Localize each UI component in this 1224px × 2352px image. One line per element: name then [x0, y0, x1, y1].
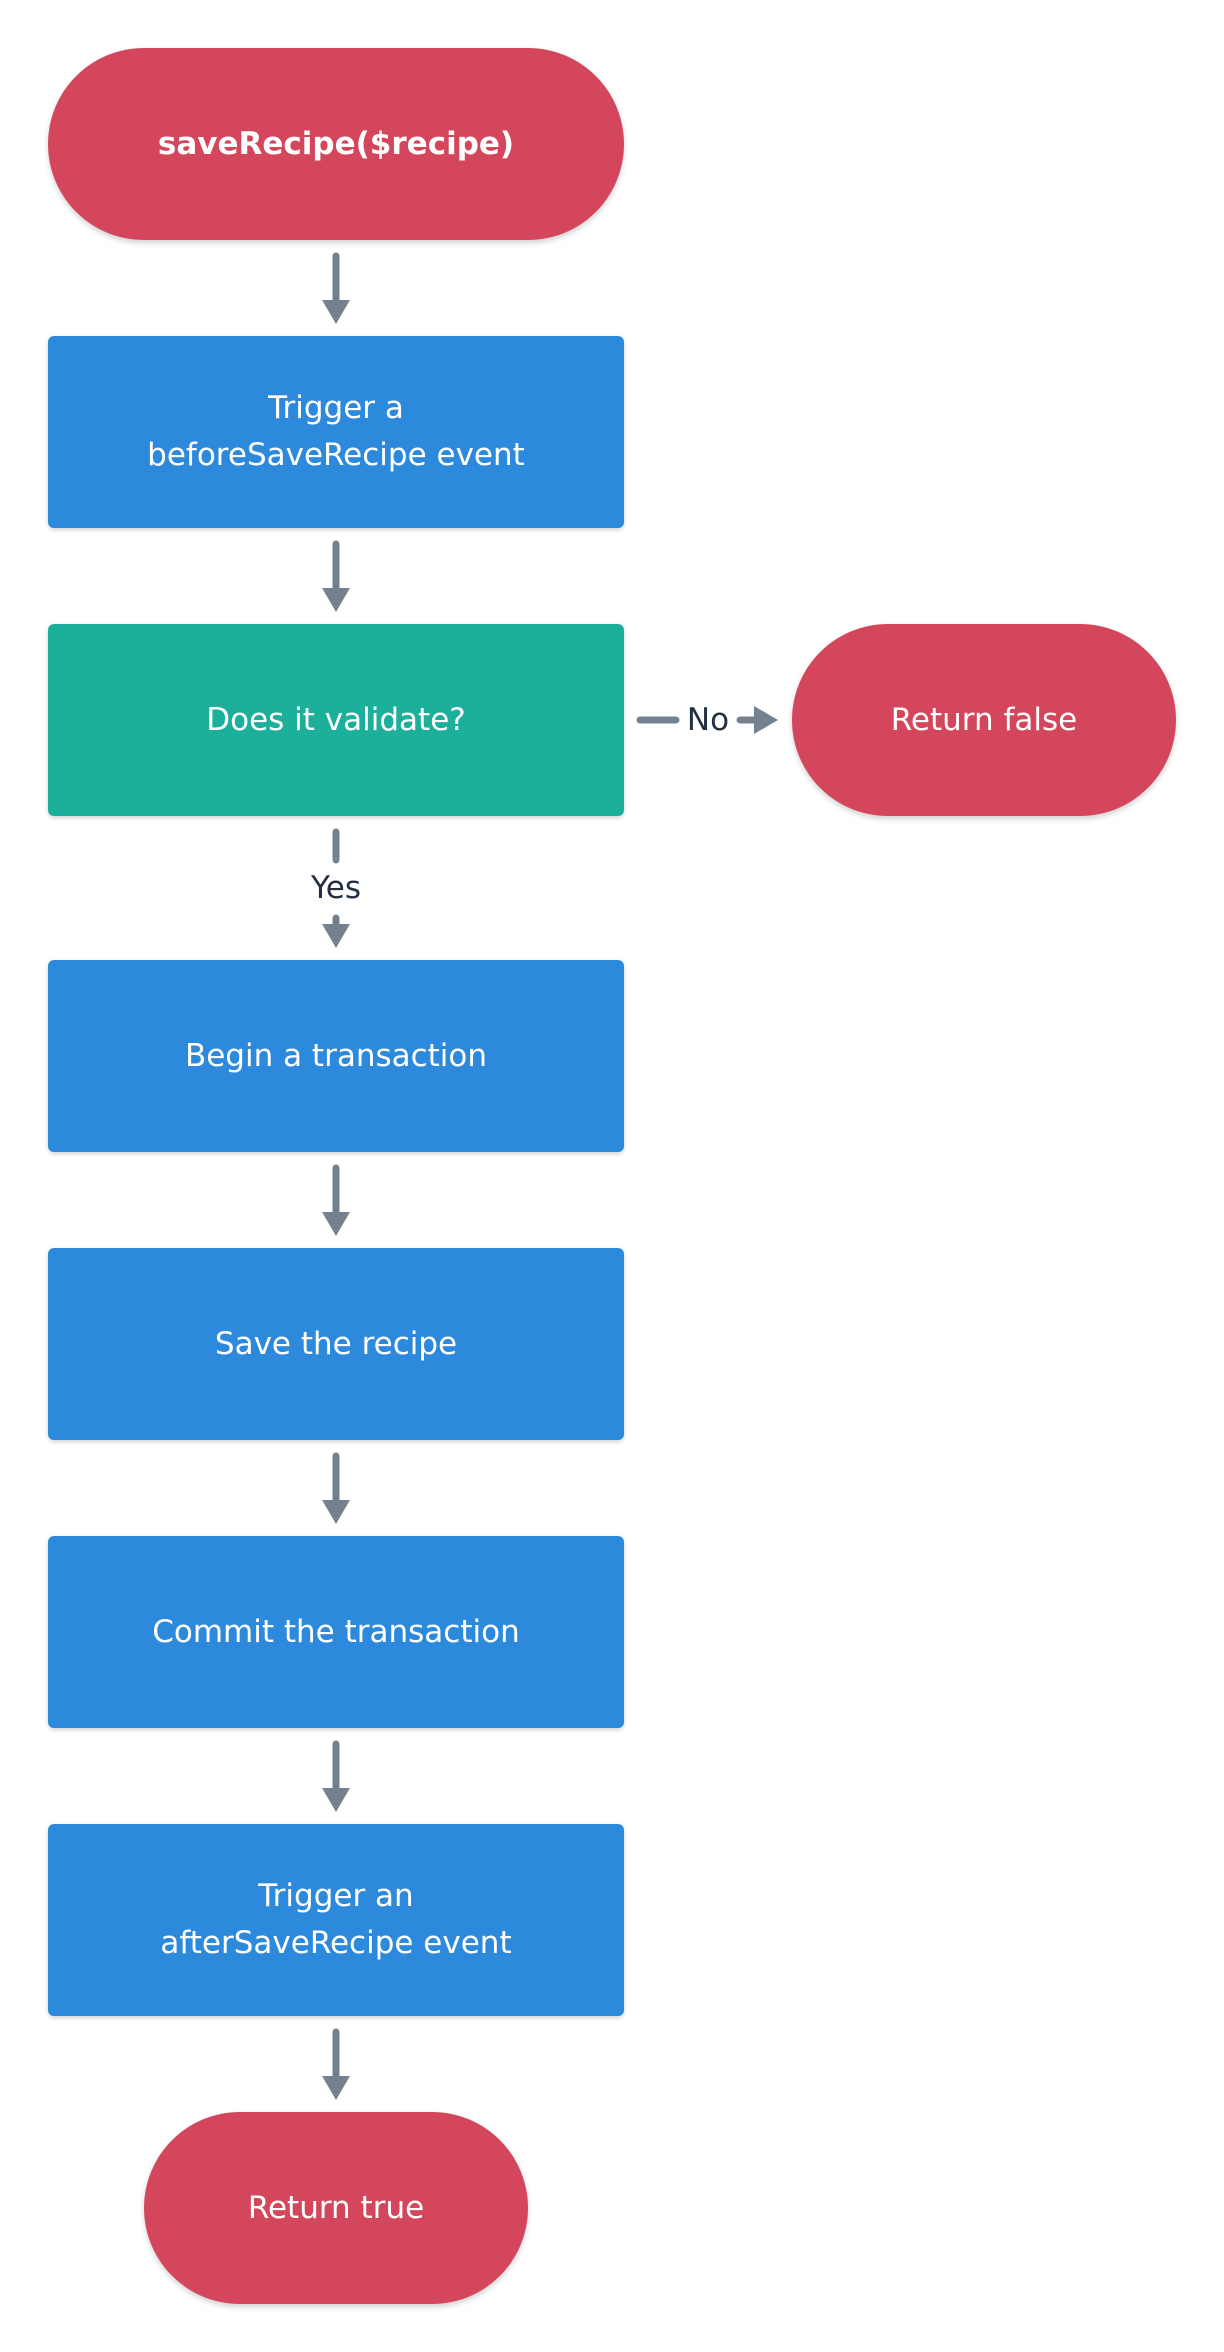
arrowhead-1: [322, 300, 350, 324]
edge-label-yes: Yes: [310, 870, 362, 906]
arrowhead-7: [322, 1788, 350, 1812]
arrowhead-5: [322, 1212, 350, 1236]
arrowhead-3: [322, 924, 350, 948]
edge-label-no: No: [686, 702, 730, 738]
validate-decision: Does it validate?: [48, 624, 624, 816]
before-save-event-step: Trigger a beforeSaveRecipe event: [48, 336, 624, 528]
arrowhead-2: [322, 588, 350, 612]
arrowhead-6: [322, 1500, 350, 1524]
return-false-node: Return false: [792, 624, 1176, 816]
return-true-node: Return true: [144, 2112, 528, 2304]
arrowhead-8: [322, 2076, 350, 2100]
after-save-event-step: Trigger an afterSaveRecipe event: [48, 1824, 624, 2016]
start-node: saveRecipe($recipe): [48, 48, 624, 240]
commit-transaction-step: Commit the transaction: [48, 1536, 624, 1728]
begin-transaction-step: Begin a transaction: [48, 960, 624, 1152]
arrowhead-4: [754, 706, 778, 734]
save-recipe-step: Save the recipe: [48, 1248, 624, 1440]
